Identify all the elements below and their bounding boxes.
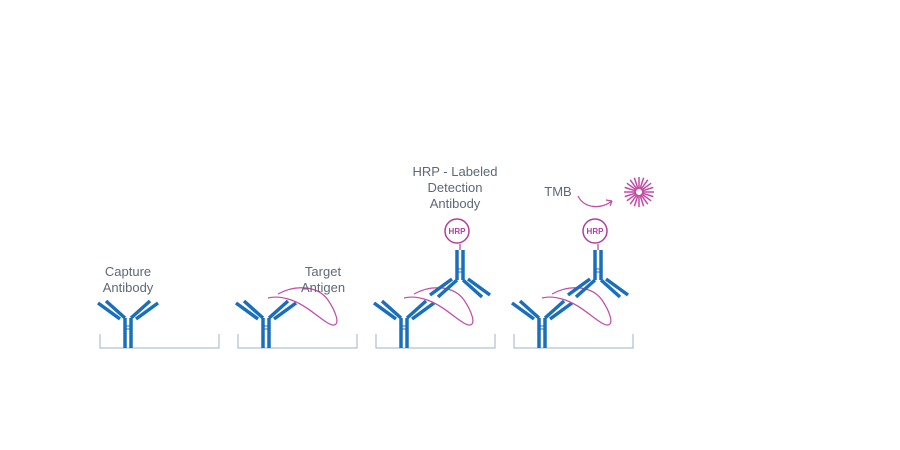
tmb-label: TMB [540, 184, 576, 200]
burst-ray [626, 193, 638, 202]
burst-ray [629, 193, 638, 205]
detection-antibody-icon [566, 248, 630, 299]
burst-ray [639, 194, 645, 207]
burst-ray [640, 182, 652, 191]
detection-antibody-label: HRP - Labeled Detection Antibody [405, 164, 505, 212]
burst-ray [640, 193, 649, 205]
detection-antibody-icon [428, 248, 492, 299]
capture-label-line1: Capture [104, 264, 152, 279]
capture-antibody-icon [372, 299, 436, 350]
hrp-label-icon: HRP [582, 218, 608, 244]
hrp-label-icon: HRP [444, 218, 470, 244]
well-bracket [99, 334, 220, 349]
detection-label-line3: Antibody [429, 196, 481, 211]
burst-ray [640, 179, 649, 191]
capture-antibody-icon [510, 299, 574, 350]
capture-antibody-label: Capture Antibody [100, 264, 156, 296]
target-label-line2: Antigen [300, 280, 346, 295]
burst-ray [641, 192, 654, 198]
panel-substrate: HRP [510, 177, 654, 350]
detection-label-line2: Detection [427, 180, 483, 195]
burst-ray [626, 182, 638, 191]
well-bracket [513, 334, 634, 349]
burst-ray [633, 194, 639, 207]
hrp-badge-text: HRP [587, 227, 605, 236]
burst-ray [629, 179, 638, 191]
burst-ray [639, 177, 645, 190]
burst-ray [640, 193, 652, 202]
capture-antibody-icon [234, 299, 298, 350]
arrow-icon [577, 195, 613, 208]
burst-ray [624, 186, 637, 192]
target-label-line1: Target [304, 264, 342, 279]
tmb-label-text: TMB [544, 184, 572, 199]
tmb-signal-burst-icon [624, 177, 654, 207]
capture-antibody-icon [96, 299, 160, 350]
panel-antigen [234, 287, 358, 350]
target-antigen-label: Target Antigen [296, 264, 350, 296]
hrp-badge-text: HRP [449, 227, 467, 236]
detection-label-line1: HRP - Labeled [412, 164, 498, 179]
panel-detection: HRP [372, 218, 496, 350]
panel-capture [96, 299, 220, 350]
burst-ray [624, 192, 637, 198]
burst-ray [633, 177, 639, 190]
well-bracket [375, 334, 496, 349]
capture-label-line2: Antibody [102, 280, 154, 295]
burst-ray [641, 186, 654, 192]
well-bracket [237, 334, 358, 349]
